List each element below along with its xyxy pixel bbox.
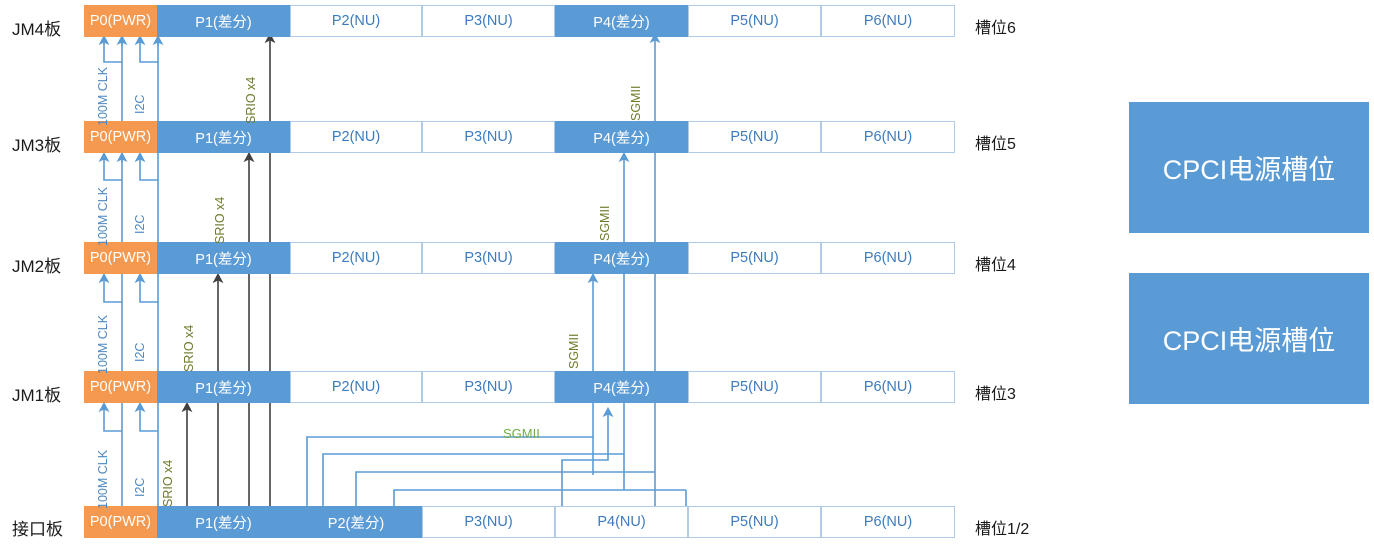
board-label-interface: 接口板 [12,520,63,539]
connector-cell-p2[interactable]: P2(NU) [290,242,422,274]
signal-label-100m-clk: 100M CLK [96,66,110,126]
signal-label-i2c: I2C [133,94,147,114]
connector-cell-p5[interactable]: P5(NU) [688,506,821,538]
connector-cell-p0[interactable]: P0(PWR) [84,506,157,538]
connector-cell-p0[interactable]: P0(PWR) [84,371,157,403]
signal-label-i2c: I2C [133,477,147,497]
connector-cell-p2[interactable]: P2(NU) [290,371,422,403]
connector-cell-p3[interactable]: P3(NU) [422,242,555,274]
connector-cell-p1[interactable]: P1(差分) [157,5,290,37]
cpci-power-slot-box[interactable]: CPCI电源槽位 [1129,273,1369,404]
slot-label-4: 槽位4 [975,257,1016,274]
board-label-jm3: JM3板 [12,136,62,155]
connector-cell-p1[interactable]: P1(差分) [157,121,290,153]
signal-label-srio-x4: SRIO x4 [213,196,227,244]
connector-cell-p1[interactable]: P1(差分) [157,371,290,403]
connector-cell-p3[interactable]: P3(NU) [422,506,555,538]
signal-label-sgmii: SGMII [629,85,643,121]
connector-cell-p2[interactable]: P2(NU) [290,121,422,153]
signal-label-100m-clk: 100M CLK [96,186,110,246]
signal-label-i2c: I2C [133,214,147,234]
connector-cell-p4[interactable]: P4(差分) [555,371,688,403]
connector-cell-p1[interactable]: P1(差分) [157,242,290,274]
slot-label-1-2: 槽位1/2 [975,521,1030,538]
signal-label-sgmii: SGMII [598,205,612,241]
signal-label-sgmii: SGMII [567,333,581,369]
board-label-jm1: JM1板 [12,386,62,405]
connector-cell-p3[interactable]: P3(NU) [422,5,555,37]
connector-cell-p5[interactable]: P5(NU) [688,5,821,37]
signal-label-srio-x4: SRIO x4 [244,76,258,124]
board-label-jm4: JM4板 [12,20,62,39]
connector-cell-p0[interactable]: P0(PWR) [84,242,157,274]
slot-label-6: 槽位6 [975,20,1016,37]
cpci-power-slot-box[interactable]: CPCI电源槽位 [1129,102,1369,233]
connector-cell-p1[interactable]: P1(差分) [157,506,290,538]
connector-cell-p4[interactable]: P4(NU) [555,506,688,538]
connector-cell-p6[interactable]: P6(NU) [821,242,955,274]
connector-cell-p5[interactable]: P5(NU) [688,371,821,403]
slot-label-5: 槽位5 [975,136,1016,153]
connector-cell-p4[interactable]: P4(差分) [555,121,688,153]
connector-cell-p5[interactable]: P5(NU) [688,242,821,274]
connector-cell-p4[interactable]: P4(差分) [555,242,688,274]
connector-cell-p6[interactable]: P6(NU) [821,5,955,37]
signal-label-i2c: I2C [133,342,147,362]
connector-cell-p5[interactable]: P5(NU) [688,121,821,153]
signal-label-srio-x4: SRIO x4 [182,324,196,372]
connector-cell-p4[interactable]: P4(差分) [555,5,688,37]
connector-cell-p6[interactable]: P6(NU) [821,506,955,538]
connector-cell-p3[interactable]: P3(NU) [422,371,555,403]
signal-label-100m-clk: 100M CLK [96,449,110,509]
slot-label-3: 槽位3 [975,386,1016,403]
connector-cell-p0[interactable]: P0(PWR) [84,5,157,37]
connector-cell-p0[interactable]: P0(PWR) [84,121,157,153]
connector-cell-p6[interactable]: P6(NU) [821,371,955,403]
connector-cell-p2[interactable]: P2(NU) [290,5,422,37]
signal-label-srio-x4: SRIO x4 [161,459,175,507]
signal-label-sgmii-horizontal: SGMII [503,426,540,441]
connector-cell-p2[interactable]: P2(差分) [290,506,422,538]
connector-cell-p3[interactable]: P3(NU) [422,121,555,153]
board-label-jm2: JM2板 [12,257,62,276]
connector-cell-p6[interactable]: P6(NU) [821,121,955,153]
signal-label-100m-clk: 100M CLK [96,314,110,374]
